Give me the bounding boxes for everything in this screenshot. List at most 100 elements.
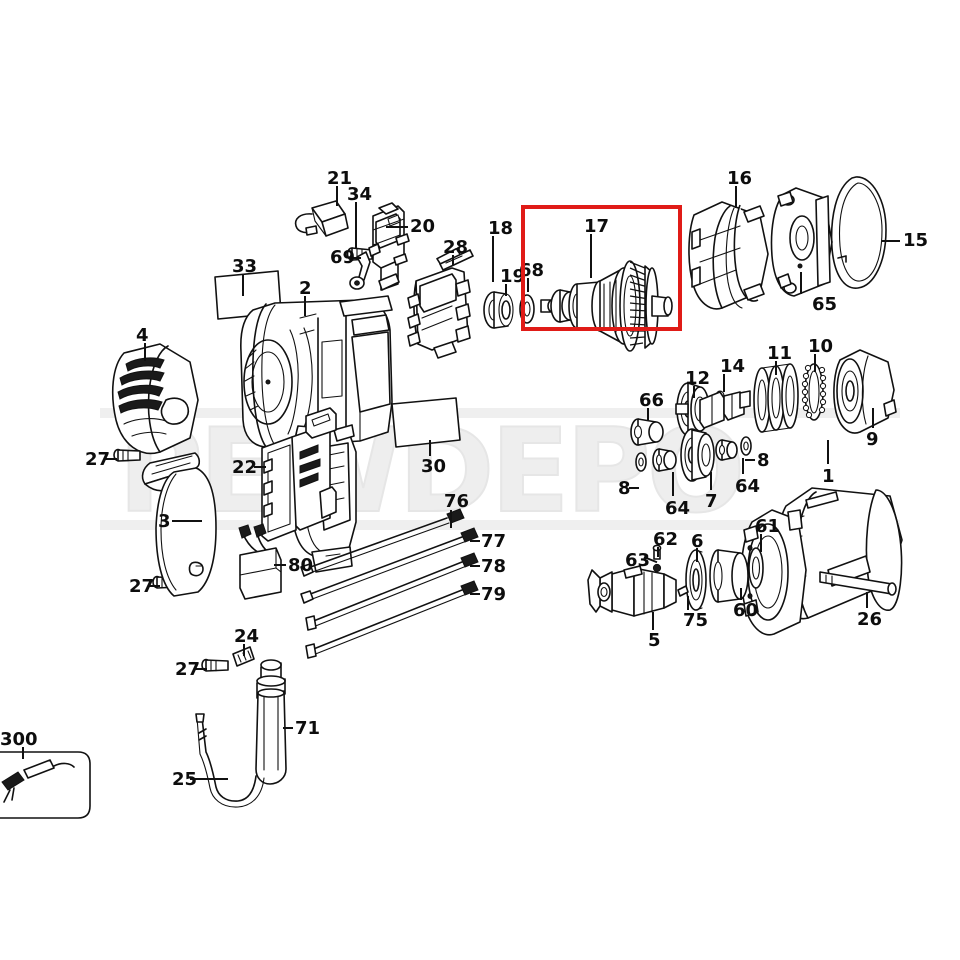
callout-11: 11 <box>767 343 793 364</box>
leader-9 <box>872 408 874 428</box>
leader-75 <box>687 596 689 610</box>
leader-14 <box>723 374 725 392</box>
leader-69 <box>349 257 361 259</box>
callout-79: 79 <box>481 584 507 605</box>
part-25-rod <box>195 713 265 808</box>
callout-9: 9 <box>866 429 879 450</box>
part-75-key <box>677 585 689 597</box>
part-15-gasket <box>830 176 887 289</box>
callout-80: 80 <box>288 555 314 576</box>
leader-17 <box>590 234 592 278</box>
leader-77 <box>470 540 480 542</box>
part-21-carbon-brush <box>294 200 349 237</box>
callout-6: 6 <box>691 531 704 552</box>
part-17-armature <box>540 260 673 352</box>
leader-7 <box>710 472 712 490</box>
part-30-nameplate <box>391 397 461 448</box>
callout-3: 3 <box>158 511 171 532</box>
callout-63: 63 <box>625 550 651 571</box>
part-27-screw-c <box>201 658 229 672</box>
part-78-lead <box>305 552 479 631</box>
callout-8: 8 <box>618 478 631 499</box>
callout-27: 27 <box>85 449 111 470</box>
leader-15 <box>882 240 900 242</box>
leader-21 <box>336 186 338 206</box>
part-65-gear-cover <box>770 187 833 297</box>
part-64-spacer-a <box>652 448 677 472</box>
leader-22 <box>254 466 266 468</box>
leader-76 <box>450 510 452 528</box>
part-71-depth-rod <box>255 659 287 785</box>
leader-27b <box>148 585 160 587</box>
leader-71 <box>283 727 293 729</box>
part-19-bearing-cup <box>483 291 514 329</box>
leader-16 <box>735 186 737 208</box>
part-28-long-screw <box>436 247 474 271</box>
leader-33 <box>242 274 244 296</box>
leader-26 <box>866 592 868 608</box>
callout-7: 7 <box>705 491 718 512</box>
part-10-needle-bearing <box>801 363 827 421</box>
callout-17: 17 <box>584 216 610 237</box>
callout-12: 12 <box>685 368 711 389</box>
part-61-ring <box>748 547 764 589</box>
callout-65: 65 <box>812 294 838 315</box>
leader-8a <box>629 487 639 489</box>
leader-19 <box>505 284 507 296</box>
leader-4 <box>144 343 146 361</box>
callout-10: 10 <box>808 336 834 357</box>
callout-27: 27 <box>129 576 155 597</box>
highlighted-part-box[interactable] <box>521 205 682 331</box>
leader-5 <box>652 612 654 630</box>
part-8-washer-a <box>635 452 647 472</box>
leader-10 <box>814 354 816 372</box>
leader-64b <box>742 458 744 474</box>
part-18-field-stator <box>407 267 471 359</box>
leader-65 <box>800 272 802 294</box>
leader-27a <box>105 458 117 460</box>
leader-34 <box>355 202 357 248</box>
part-8-washer-b <box>740 436 752 456</box>
callout-66: 66 <box>639 390 665 411</box>
callout-69: 69 <box>330 247 356 268</box>
callout-25: 25 <box>172 769 198 790</box>
leader-300 <box>22 747 24 759</box>
part-60-sleeve <box>709 549 749 603</box>
part-63-ball <box>652 563 662 573</box>
callout-78: 78 <box>481 556 507 577</box>
part-27-screw-a <box>113 448 141 462</box>
callout-5: 5 <box>648 630 661 651</box>
callout-28: 28 <box>443 237 469 258</box>
leader-3 <box>172 520 202 522</box>
callout-24: 24 <box>234 626 260 647</box>
callout-76: 76 <box>444 491 470 512</box>
part-3-side-handle <box>141 452 217 597</box>
callout-26: 26 <box>857 609 883 630</box>
callout-4: 4 <box>136 325 149 346</box>
leader-80 <box>274 564 286 566</box>
callout-16: 16 <box>727 168 753 189</box>
leader-11 <box>775 361 777 375</box>
callout-62: 62 <box>653 529 679 550</box>
callout-2: 2 <box>299 278 312 299</box>
callout-34: 34 <box>347 184 373 205</box>
callout-61: 61 <box>755 516 781 537</box>
callout-64: 64 <box>735 476 761 497</box>
leader-28 <box>452 255 454 265</box>
callout-77: 77 <box>481 531 507 552</box>
leader-60 <box>740 588 742 600</box>
leader-78 <box>470 565 480 567</box>
part-20-brush-holder <box>368 202 410 291</box>
callout-8: 8 <box>757 450 770 471</box>
leader-6 <box>696 548 698 562</box>
leader-30 <box>429 440 431 456</box>
callout-75: 75 <box>683 610 709 631</box>
callout-1: 1 <box>822 466 835 487</box>
part-300-inset <box>0 751 91 819</box>
leader-25 <box>190 778 228 780</box>
part-66-bushing <box>630 418 664 446</box>
leader-61 <box>760 534 762 552</box>
leader-8b <box>745 459 755 461</box>
